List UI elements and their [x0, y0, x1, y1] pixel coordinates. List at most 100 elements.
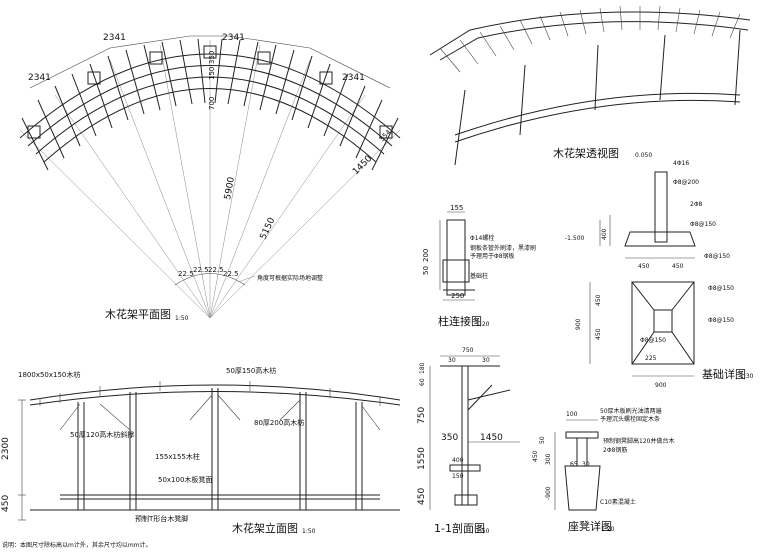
plan-angle-3: 22.5	[208, 266, 224, 274]
plan-angle-4: 22.5	[223, 270, 239, 278]
foundation-plan-rebar-c: Φ8@150	[640, 337, 666, 344]
section-dim-450: 450	[417, 488, 427, 505]
elevation-label-post: 155x155木柱	[155, 452, 200, 461]
foundation-rebar-2phi8: 2Φ8	[690, 201, 703, 208]
column-joint-dims	[439, 211, 475, 301]
plan-angle-arc	[174, 273, 246, 286]
foundation-rebar-phi8-150b: Φ8@150	[704, 253, 730, 260]
foundation-scale: 1:30	[740, 373, 754, 380]
bench-dim-300: 300	[545, 453, 552, 465]
bench-dim-30: 30	[582, 461, 590, 468]
bench-view: 100 50 450 300 -900 65 30 50厚木板刷光油清两遍 予理…	[532, 407, 674, 533]
bench-dim-65: 65	[570, 461, 578, 468]
foundation-level-bottom: -1.500	[565, 235, 585, 242]
foundation-plan-dim-450a: 450	[595, 294, 602, 306]
plan-note-leader	[237, 275, 256, 283]
section-dim-350: 350	[441, 433, 458, 443]
elevation-scale: 1:50	[302, 528, 316, 535]
bench-scale: 1:20	[601, 526, 615, 533]
joint-label-bolt: Φ14螺栓	[470, 234, 494, 242]
plan-scale: 1:50	[175, 315, 189, 322]
plan-dim-radius-outer: 5900	[223, 176, 237, 201]
sheet-note: 说明：本图尺寸除标高以m计外，其余尺寸均以mm计。	[2, 541, 152, 549]
elevation-label-top-joist: 1800x50x150木枋	[18, 370, 80, 379]
elevation-label-beam-120: 50厚120高木枋斜撑	[70, 430, 134, 439]
joint-dim-250: 250	[451, 292, 464, 300]
elevation-label-beam-200: 80厚200高木枋	[254, 418, 304, 427]
foundation-plan-rebar-a: Φ8@150	[708, 285, 734, 292]
joint-scale: 1:20	[476, 321, 490, 328]
elevation-dim-2300: 2300	[1, 437, 11, 460]
bench-label-rebar: 2Φ8钢筋	[603, 446, 627, 454]
elevation-label-bench-leg: 预制T形台木凳脚	[135, 514, 188, 523]
elevation-braces	[59, 394, 381, 431]
section-dim-150: 150	[452, 473, 464, 480]
plan-dim-seg2: 2341	[222, 33, 245, 43]
section-dim-750h: 750	[417, 407, 427, 424]
section-dim-60: 60	[419, 378, 426, 386]
plan-arcs	[19, 53, 401, 163]
bench-label-plate: 予理沉头螺栓固定木条	[600, 415, 660, 423]
joint-title: 柱连接图	[438, 314, 482, 328]
section-dim-750w: 750	[462, 347, 474, 354]
joint-label-base: 基础柱	[470, 272, 488, 280]
bench-title: 座凳详图	[568, 519, 612, 533]
section-dim-180: 180	[419, 362, 426, 374]
plan-dim-seg-left: 2341	[28, 73, 51, 83]
plan-dim-seg1: 2341	[103, 33, 126, 43]
perspective-rafters	[439, 5, 741, 73]
plan-dim-seg3: 2341	[342, 73, 365, 83]
plan-dim-chain	[29, 35, 391, 89]
foundation-plan-dim-450b: 450	[595, 328, 602, 340]
foundation-section-dims	[599, 215, 695, 259]
plan-title: 木花架平面图	[105, 308, 171, 321]
foundation-dim-400: 400	[601, 228, 608, 240]
foundation-plan-dims	[589, 282, 694, 377]
plan-view: 2341 2341 2341 2341 5900 5150 700 150 35…	[19, 33, 401, 322]
foundation-rebar-phi8-200: Φ8@200	[673, 179, 699, 186]
column-joint-view: 155 50 200 250 Φ14螺栓 钢板条管外刷漆，黑漆刷 予理用于Φ8钢…	[422, 204, 536, 328]
elevation-dim-450: 450	[1, 495, 11, 512]
foundation-view: 0.050 -1.500 4Φ16 Φ8@200 2Φ8 Φ8@150 Φ8@1…	[565, 152, 754, 389]
section-view: 750 30 30 60 180 750 1550 450 350 1450 4…	[417, 347, 520, 535]
joint-dim-200: 200	[422, 249, 430, 262]
column-joint-structure	[442, 219, 475, 296]
foundation-plan-rebar-b: Φ8@150	[708, 317, 734, 324]
bench-dims	[554, 419, 598, 510]
foundation-dim-450b: 450	[672, 263, 684, 270]
plan-angle-1: 22.5	[178, 270, 194, 278]
foundation-title: 基础详图	[702, 367, 746, 381]
bench-dim-100: 100	[566, 411, 578, 418]
section-title: 1-1剖面图	[434, 521, 485, 535]
elevation-structure	[29, 384, 401, 511]
bench-structure	[564, 431, 601, 511]
bench-dim-900: -900	[545, 486, 552, 500]
foundation-plan-dim-900h: 900	[655, 382, 667, 389]
joint-dim-50: 50	[422, 266, 430, 275]
plan-dim-150: 150	[208, 67, 216, 80]
plan-note: 角度可根据实际场地调整	[257, 274, 323, 282]
section-dims	[429, 355, 520, 510]
joint-label-plate2: 予理用于Φ8钢板	[470, 252, 515, 260]
section-dim-1450: 1450	[480, 433, 503, 443]
section-dim-400: 400	[452, 457, 464, 464]
foundation-plan	[631, 281, 695, 365]
section-scale: 1:50	[476, 528, 490, 535]
foundation-rebar-phi8-150a: Φ8@150	[690, 221, 716, 228]
elevation-label-beam-150: 50厚150高木枋	[226, 366, 276, 375]
bench-label-t-leg: 预制钢凳脚高120并做台木	[603, 437, 674, 445]
plan-posts	[27, 45, 393, 139]
plan-rafters	[21, 38, 399, 171]
foundation-rebar-4phi16: 4Φ16	[673, 160, 689, 167]
foundation-plan-dim-900v: 900	[575, 318, 582, 330]
foundation-level-top: 0.050	[635, 152, 652, 159]
bench-dim-450: 450	[532, 450, 539, 462]
elevation-title: 木花架立面图	[232, 521, 298, 535]
plan-radial-lines	[19, 40, 401, 319]
plan-dim-radius-inner: 5150	[259, 216, 278, 241]
section-dim-1550: 1550	[417, 447, 427, 470]
plan-dim-700: 700	[208, 97, 216, 110]
section-dim-30b: 30	[482, 357, 490, 364]
